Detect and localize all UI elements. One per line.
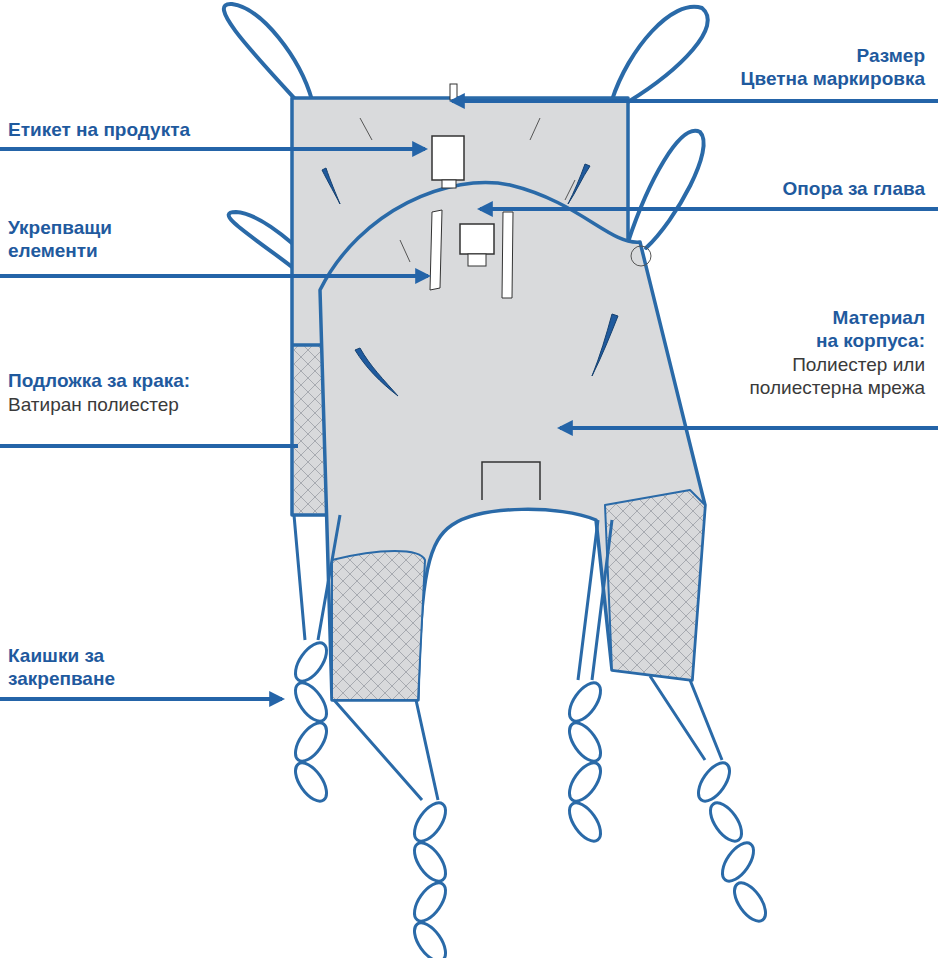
strap-twist	[289, 718, 332, 767]
part-label: Материал на корпуса:	[810, 306, 925, 352]
product-label	[442, 180, 456, 188]
stiffener-label	[460, 224, 494, 254]
strap-twist	[408, 918, 451, 958]
tab	[482, 462, 540, 500]
leg-pad	[605, 490, 705, 680]
strap-twist	[728, 878, 771, 927]
leader-lines	[0, 101, 938, 699]
strap-twist	[704, 798, 747, 847]
part-label: Размер	[685, 44, 925, 67]
strap-twist	[408, 878, 451, 927]
front-panel	[320, 182, 705, 700]
stiffener	[502, 212, 513, 298]
sling-body	[292, 98, 705, 700]
side-loop	[628, 131, 704, 248]
strap	[578, 520, 612, 680]
strap	[334, 700, 438, 800]
part-label: Каишки за закрепване	[8, 644, 138, 690]
strap-twist	[716, 838, 759, 887]
dart	[400, 240, 410, 262]
part-label: Етикет на продукта	[8, 118, 308, 141]
product-label	[432, 136, 464, 180]
size-tag	[450, 84, 457, 100]
part-label: Подложка за крака:	[8, 369, 268, 392]
leader-line	[0, 147, 425, 151]
strap-twist	[563, 678, 606, 727]
part-label: Ватиран полиестер	[8, 393, 268, 416]
slit	[568, 164, 590, 204]
stiffener-label	[468, 254, 486, 266]
strap-twist	[289, 638, 332, 687]
leader-line	[0, 444, 298, 448]
dart	[360, 118, 372, 140]
leader-line	[452, 99, 938, 103]
strap	[294, 515, 340, 640]
part-label: Опора за глава	[685, 177, 925, 200]
strap-twist	[408, 798, 451, 847]
straps	[294, 515, 722, 800]
dart	[565, 180, 575, 200]
sling-details	[322, 84, 651, 500]
strap-twist	[692, 758, 735, 807]
strap-twist	[289, 758, 332, 807]
part-label: Цветна маркировка	[685, 67, 925, 90]
strap-twist	[563, 718, 606, 767]
strap-twist	[563, 758, 606, 807]
shoulder-loop	[612, 7, 708, 102]
leader-line	[0, 697, 282, 701]
shoulder-loop	[224, 4, 312, 100]
part-label: Укрепващи елементи	[8, 216, 138, 262]
leader-line	[0, 274, 428, 278]
part-label: Полиестер или полиестерна мрежа	[735, 353, 925, 399]
twisted-straps	[289, 638, 771, 958]
strap-twist	[563, 798, 606, 847]
strap-twist	[408, 838, 451, 887]
leg-pad	[332, 551, 425, 700]
strap	[650, 676, 722, 760]
slit	[322, 168, 340, 204]
dart	[530, 118, 540, 140]
ring	[631, 246, 651, 266]
stiffener	[430, 210, 442, 290]
slit	[355, 348, 398, 396]
leader-line	[560, 426, 938, 430]
strap-twist	[289, 678, 332, 727]
leader-line	[480, 207, 938, 211]
slit	[592, 314, 618, 376]
